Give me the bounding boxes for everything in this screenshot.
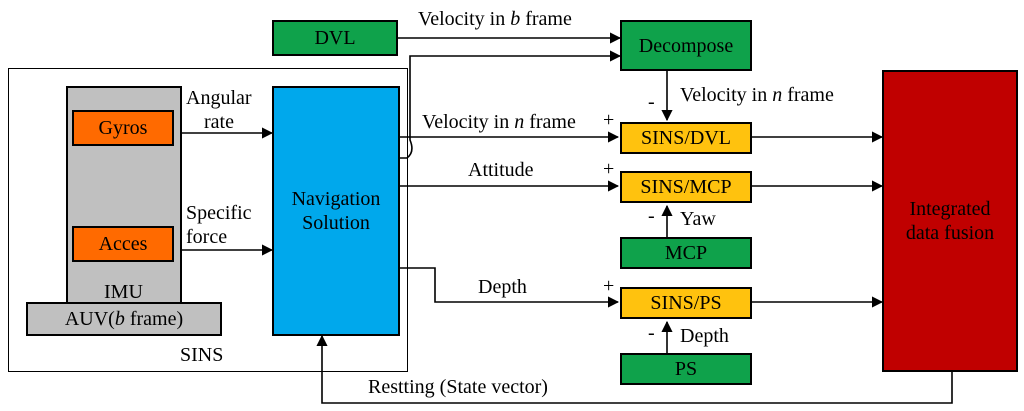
attitude-label: Attitude <box>468 159 534 181</box>
sins-frame <box>8 68 408 372</box>
minus-sign-sinsps: - <box>648 322 655 344</box>
velocity-b-frame-label: Velocity in b frame <box>418 8 572 30</box>
plus-sign-sinsdvl: + <box>603 109 615 131</box>
imu-label: IMU <box>104 281 143 303</box>
mcp-block: MCP <box>620 237 752 269</box>
navigation-to-decompose-arrow <box>400 50 622 159</box>
sins-mcp-block: SINS/MCP <box>620 171 752 203</box>
ps-depth-label: Depth <box>680 325 729 347</box>
auv-label: AUV(b frame) <box>64 308 184 330</box>
minus-sign-decompose: - <box>648 91 655 113</box>
minus-sign-sinsmcp: - <box>648 205 655 227</box>
acces-block: Acces <box>72 226 174 262</box>
ps-block: PS <box>620 353 752 385</box>
sins-dvl-block: SINS/DVL <box>620 122 752 154</box>
auv-block: AUV(b frame) <box>26 302 222 336</box>
gyros-block: Gyros <box>72 110 174 146</box>
navigation-to-sinsps-arrow <box>400 267 620 308</box>
velocity-n-frame-decomposed-label: Velocity in n frame <box>680 84 834 106</box>
velocity-n-frame-label: Velocity in n frame <box>422 111 576 133</box>
sins-label: SINS <box>180 344 224 366</box>
decompose-block: Decompose <box>620 20 752 71</box>
dvl-block: DVL <box>272 20 398 56</box>
plus-sign-sinsps: + <box>603 275 615 297</box>
plus-sign-sinsmcp: + <box>603 158 615 180</box>
resetting-label: Restting (State vector) <box>368 376 548 398</box>
depth-label: Depth <box>478 276 527 298</box>
sins-ps-block: SINS/PS <box>620 287 752 319</box>
fusion-to-navigation-arrow <box>316 334 953 404</box>
yaw-label: Yaw <box>680 208 716 230</box>
